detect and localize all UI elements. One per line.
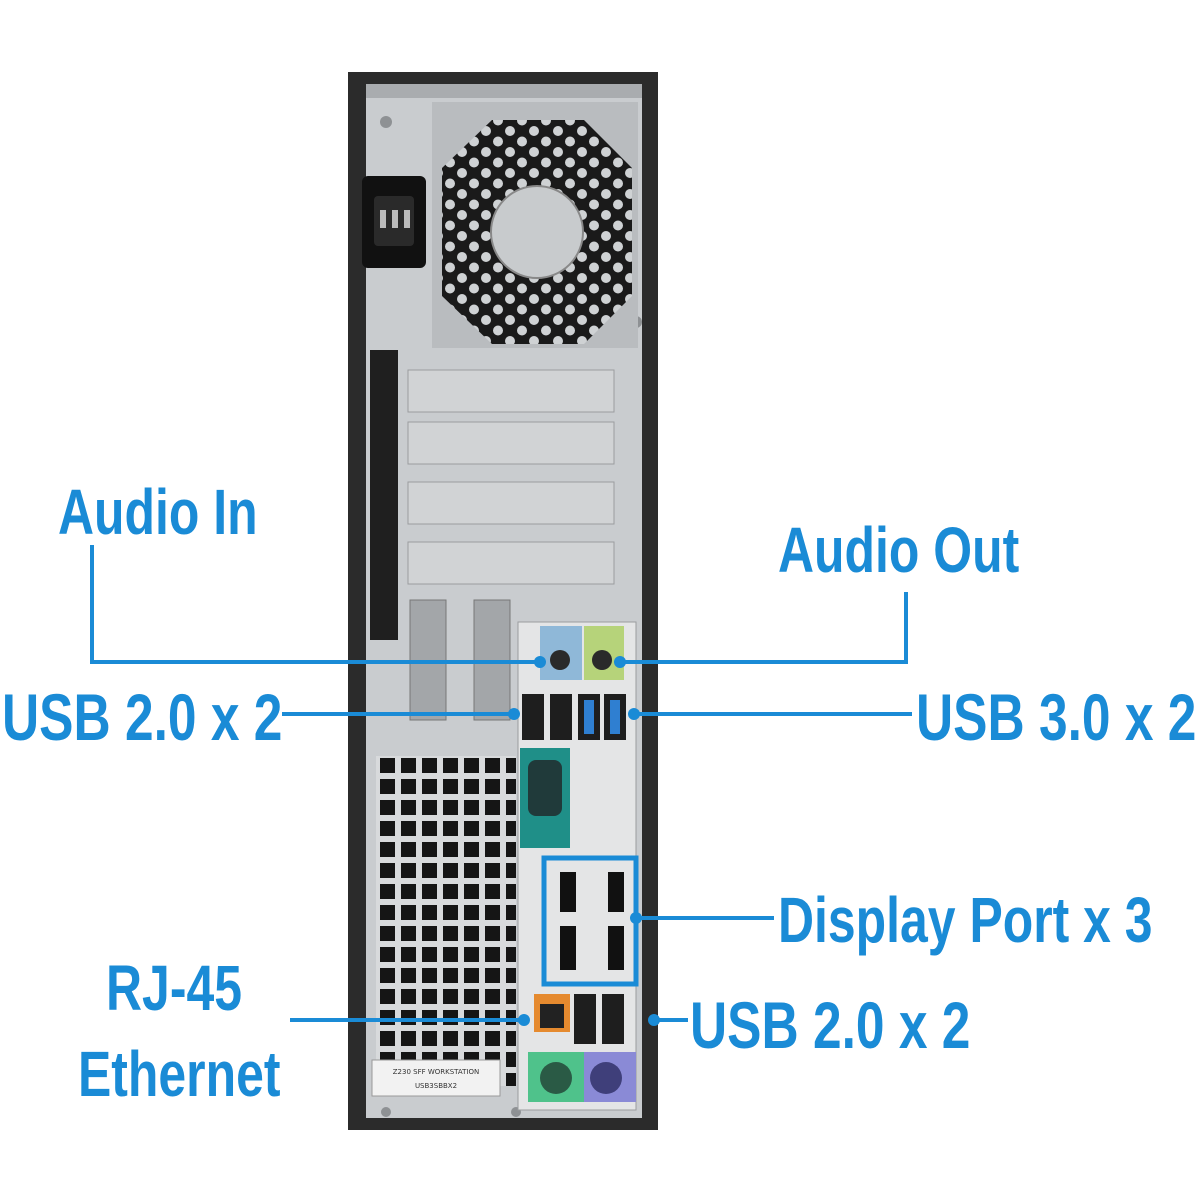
power-connector: [362, 176, 426, 268]
display-port-group: [541, 855, 639, 987]
io-panel: [517, 621, 639, 1111]
usb3-label: USB 3.0 x 2: [916, 680, 1197, 754]
psu-fan-grill: [432, 102, 638, 348]
svg-text:USB3SBBX2: USB3SBBX2: [415, 1082, 457, 1090]
callout-lines: [90, 545, 912, 1026]
audio-out-label: Audio Out: [778, 514, 1020, 586]
usb2-top-ports: [522, 694, 572, 740]
usb2-bottom-label: USB 2.0 x 2: [690, 988, 971, 1062]
usb2-bottom-ports: [574, 994, 624, 1044]
rj45-port: [534, 994, 570, 1032]
display-port-label: Display Port x 3: [778, 884, 1153, 956]
rj45-label: RJ-45: [106, 952, 242, 1024]
product-label: Z230 SFF WORKSTATION USB3SBBX2: [371, 1059, 501, 1097]
expansion-slots: [370, 350, 615, 721]
audio-out-callout-line: [620, 592, 908, 664]
svg-text:Z230 SFF WORKSTATION: Z230 SFF WORKSTATION: [393, 1068, 480, 1076]
usb3-ports: [578, 694, 626, 740]
vent-grid: [376, 756, 516, 1086]
audio-in-callout-line: [90, 545, 540, 664]
ethernet-label: Ethernet: [78, 1038, 281, 1110]
usb2-top-label: USB 2.0 x 2: [2, 680, 283, 754]
audio-in-label: Audio In: [58, 476, 258, 548]
